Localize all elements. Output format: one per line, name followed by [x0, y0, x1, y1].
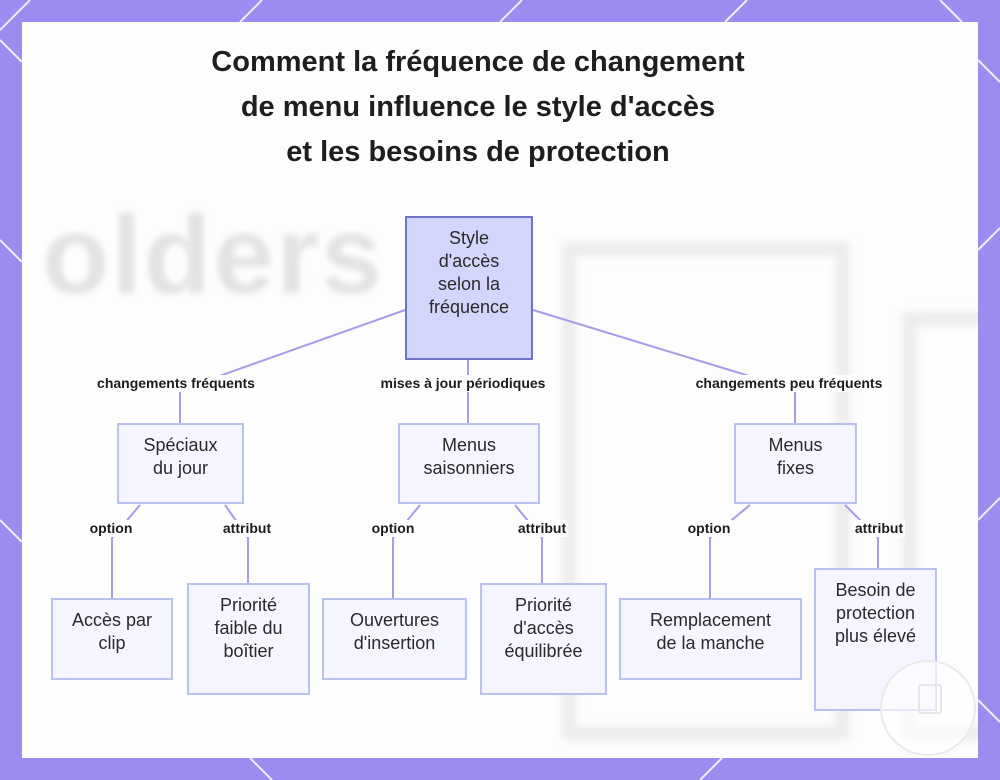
leaf-insertion-openings: Ouvertures d'insertion	[322, 598, 467, 680]
node-line: saisonniers	[423, 458, 515, 478]
connector-root-to-specials	[179, 309, 406, 423]
connector-seasonal-attribute	[514, 504, 543, 583]
title-line: de menu influence le style d'accès	[240, 91, 716, 123]
node-fixed-menus: Menus fixes	[734, 423, 857, 504]
node-line: Style	[448, 228, 490, 248]
node-line: Menus	[768, 435, 823, 455]
node-seasonal-menus: Menus saisonniers	[398, 423, 540, 504]
node-line: boîtier	[223, 641, 274, 661]
node-line: fréquence	[428, 297, 510, 317]
node-line: Priorité	[219, 595, 277, 615]
corner-watermark-badge	[880, 660, 976, 756]
node-line: Spéciaux	[143, 435, 218, 455]
leaf-low-case-priority: Priorité faible du boîtier	[187, 583, 310, 695]
connector-seasonal-option	[392, 504, 421, 598]
edge-label-attribute: attribut	[515, 520, 569, 537]
node-line: Accès par	[71, 610, 153, 630]
node-line: fixes	[776, 458, 814, 478]
leaf-clip-access: Accès par clip	[51, 598, 173, 680]
edge-label-attribute: attribut	[852, 520, 906, 537]
badge-device-icon	[918, 684, 942, 714]
node-line: d'accès	[513, 618, 574, 638]
root-node: Style d'accès selon la fréquence	[405, 216, 533, 360]
edge-label-attribute: attribut	[220, 520, 274, 537]
node-line: plus élevé	[834, 626, 917, 646]
leaf-balanced-access-priority: Priorité d'accès équilibrée	[480, 583, 607, 695]
node-line: de la manche	[656, 633, 765, 653]
node-line: Priorité	[514, 595, 572, 615]
node-line: du jour	[152, 458, 209, 478]
edge-label-option: option	[685, 520, 733, 537]
connector-specials-attribute	[224, 504, 249, 583]
edge-label-frequent: changements fréquents	[95, 375, 257, 392]
edge-label-infrequent: changements peu fréquents	[693, 375, 885, 392]
connector-fixed-option	[709, 504, 751, 598]
diagram-title: Comment la fréquence de changement de me…	[150, 40, 806, 175]
node-line: protection	[835, 603, 916, 623]
node-line: Remplacement	[649, 610, 772, 630]
node-line: Besoin de	[835, 580, 916, 600]
connector-specials-option	[111, 504, 141, 598]
title-line: Comment la fréquence de changement	[211, 46, 745, 78]
node-line: faible du	[214, 618, 283, 638]
node-daily-specials: Spéciaux du jour	[117, 423, 244, 504]
connector-root-to-fixed	[532, 309, 796, 423]
edge-label-option: option	[369, 520, 417, 537]
background-watermark-text: olders	[42, 194, 385, 317]
node-line: équilibrée	[504, 641, 583, 661]
edge-label-option: option	[87, 520, 135, 537]
node-line: d'accès	[438, 251, 500, 271]
node-line: Ouvertures	[349, 610, 440, 630]
title-line: et les besoins de protection	[286, 136, 670, 168]
node-line: Menus	[441, 435, 496, 455]
node-line: clip	[98, 633, 126, 653]
node-line: d'insertion	[353, 633, 436, 653]
leaf-sleeve-replacement: Remplacement de la manche	[619, 598, 802, 680]
node-line: selon la	[437, 274, 501, 294]
connector-fixed-attribute	[844, 504, 879, 568]
edge-label-periodic: mises à jour périodiques	[378, 375, 548, 392]
